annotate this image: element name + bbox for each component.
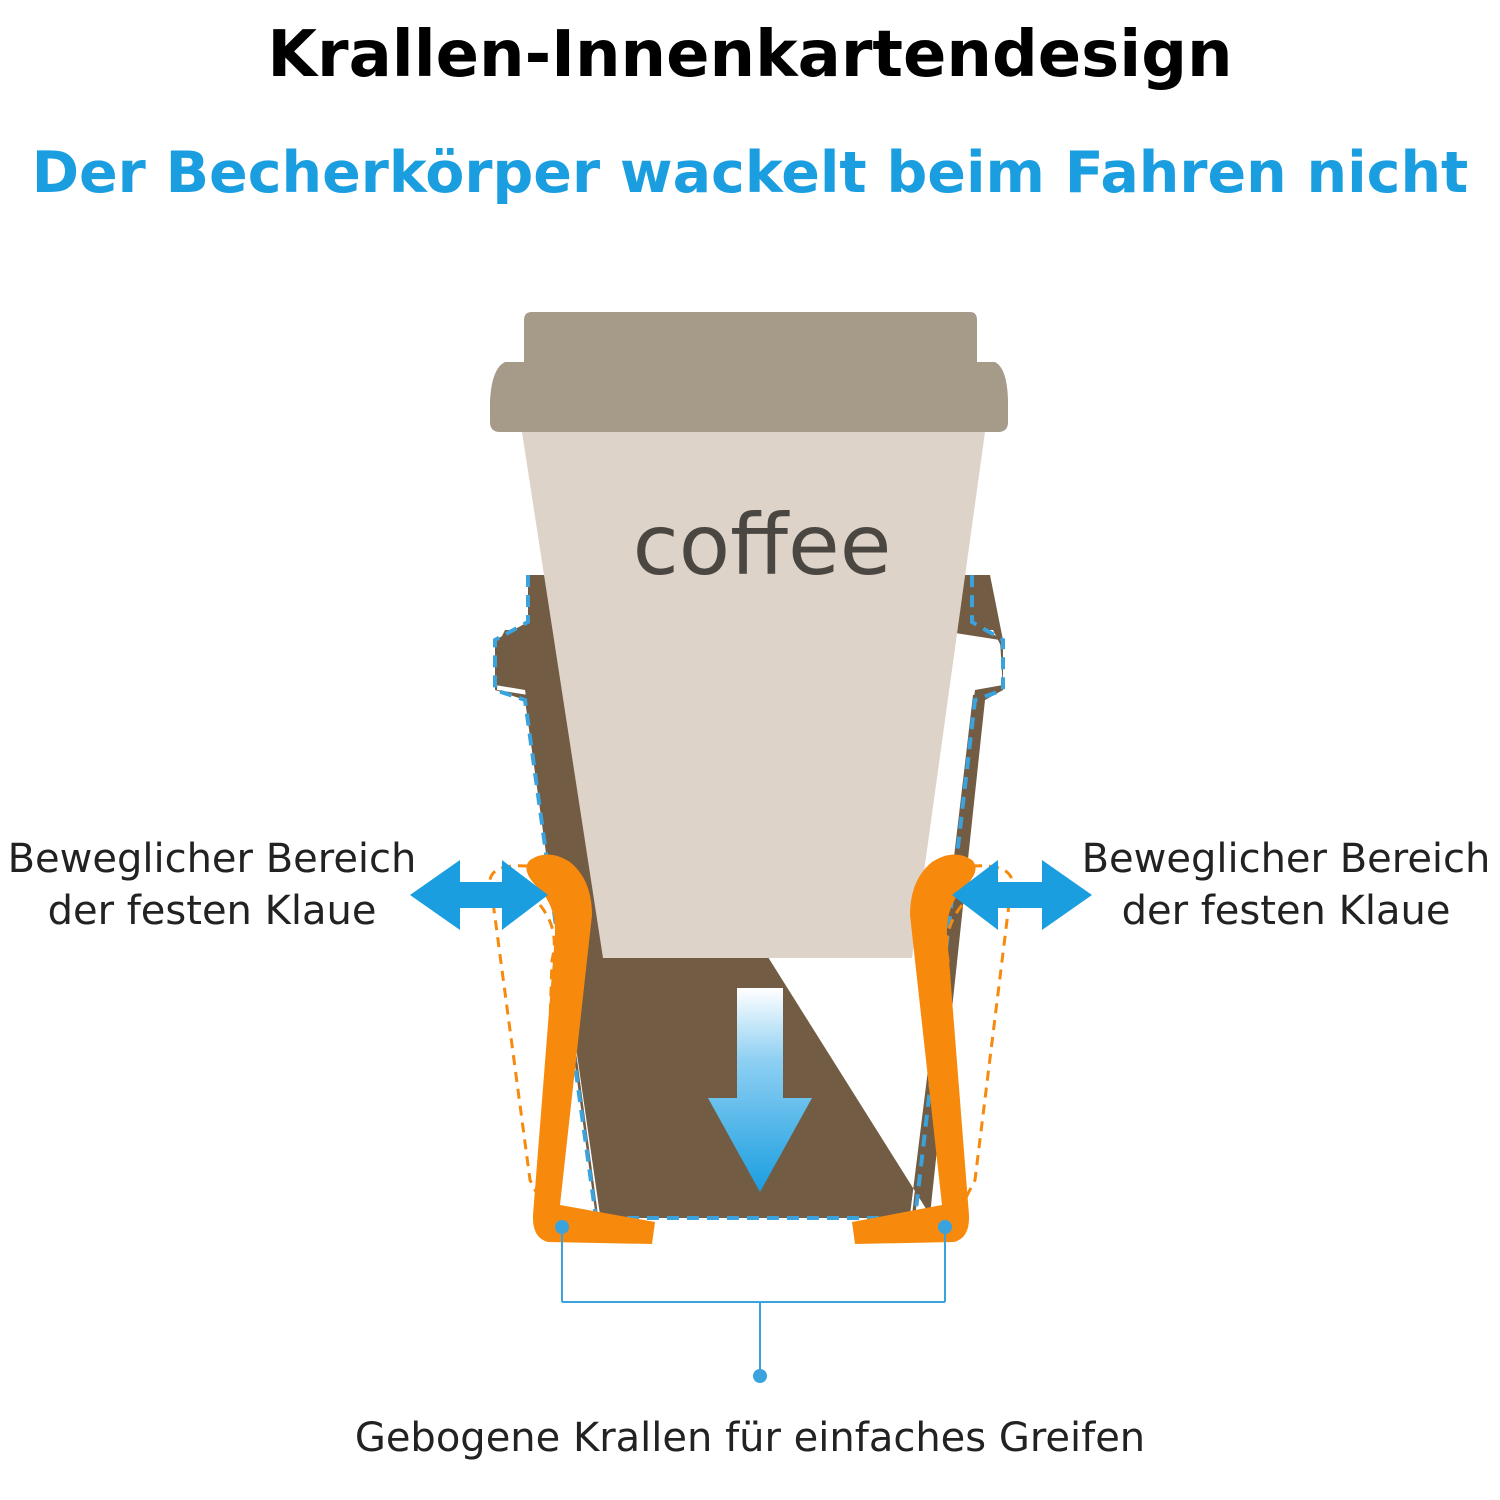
- bottom-caption: Gebogene Krallen für einfaches Greifen: [354, 1415, 1146, 1461]
- right-movable-range-label: Beweglicher Bereich der festen Klaue: [1066, 833, 1500, 937]
- holder-dashed-outline: [493, 575, 1005, 1220]
- right-double-arrow: [952, 860, 1092, 930]
- down-arrow: [708, 988, 812, 1192]
- left-claw: [526, 854, 655, 1244]
- main-title: Krallen-Innenkartendesign: [267, 18, 1233, 92]
- right-label-line-1: Beweglicher Bereich: [1081, 836, 1491, 882]
- right-claw-dot: [938, 1220, 952, 1234]
- cup-lid-rim: [490, 362, 1008, 432]
- cup-lid-top: [524, 312, 977, 362]
- left-claw-ghost-inner: [538, 904, 556, 1181]
- claw-bracket: [561, 1228, 946, 1375]
- cup-body: [522, 432, 985, 958]
- left-movable-range-label: Beweglicher Bereich der festen Klaue: [0, 833, 432, 937]
- left-label-line-2: der festen Klaue: [47, 888, 377, 934]
- left-double-arrow: [410, 860, 548, 930]
- left-claw-dot: [555, 1220, 569, 1234]
- subtitle: Der Becherkörper wackelt beim Fahren nic…: [31, 140, 1469, 206]
- right-label-line-2: der festen Klaue: [1121, 888, 1451, 934]
- cup-label: coffee: [633, 496, 892, 594]
- left-label-line-1: Beweglicher Bereich: [7, 836, 417, 882]
- right-claw: [852, 854, 976, 1244]
- pointer-dot: [753, 1369, 767, 1383]
